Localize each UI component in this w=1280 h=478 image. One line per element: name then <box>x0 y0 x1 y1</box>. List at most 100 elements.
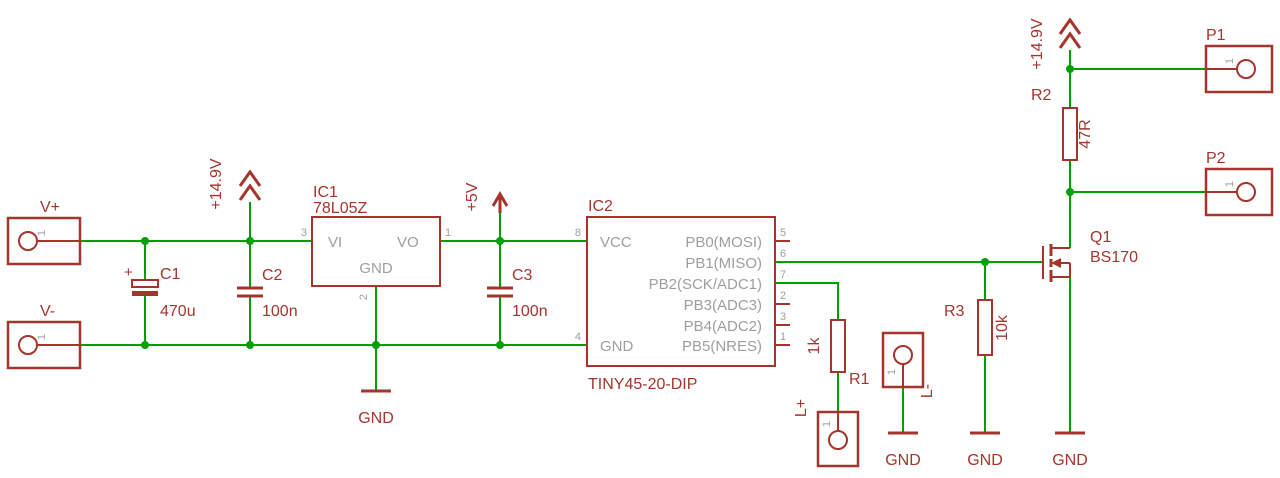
ic2-pin-number-2: 2 <box>780 290 786 302</box>
junction <box>981 258 989 266</box>
junction <box>372 341 380 349</box>
r1-body <box>830 319 846 373</box>
supply-arrow-icon <box>1058 17 1082 49</box>
ic2-pin-number-6: 6 <box>780 248 786 260</box>
ic1-pin-vo-label: VO <box>397 234 419 251</box>
resistor-r1: 1k R1 <box>806 319 870 388</box>
ic2-pin-number-7: 7 <box>780 269 786 281</box>
ic2-pin-number-1: 1 <box>780 331 786 343</box>
supply-5v-label: +5V <box>464 182 481 211</box>
c1-polarity-sign: + <box>124 264 133 281</box>
net-drain-r2-p1-p2 <box>1069 50 1206 248</box>
ic2-pin-number-3: 3 <box>780 311 786 323</box>
net-pb2-r1 <box>775 282 839 320</box>
ic1-body <box>311 216 441 287</box>
connector-vplus: V+ 1 <box>6 199 82 266</box>
r3-body <box>977 299 993 356</box>
ic2-pin-name-gnd: GND <box>600 338 634 355</box>
ic1-pin-number-gnd: 2 <box>358 294 370 300</box>
junction <box>246 341 254 349</box>
lminus-pin-number: 1 <box>886 369 898 375</box>
junction <box>246 237 254 245</box>
p1-pin-number: 1 <box>1224 58 1236 64</box>
c2-plates <box>237 286 263 298</box>
connector-vminus: V- 1 <box>6 303 82 370</box>
junction <box>1066 188 1074 196</box>
gnd-label: GND <box>967 452 1003 469</box>
r3-name-label: R3 <box>944 303 965 320</box>
ic2-pin-name-vcc: VCC <box>600 234 632 251</box>
connector-lminus: L- 1 <box>881 331 936 398</box>
wires <box>80 50 1206 433</box>
p2-label: P2 <box>1206 150 1226 167</box>
gnd-symbol-ic1: GND <box>358 389 394 427</box>
r3-value-label: 10k <box>994 314 1011 341</box>
resistor-r2: R2 47R <box>1031 87 1094 161</box>
ic2-pin-number-4: 4 <box>575 331 581 343</box>
capacitor-c1: + C1 470u <box>124 264 196 320</box>
c1-top-plate <box>131 279 159 288</box>
r2-body <box>1062 107 1078 161</box>
ic1-pin-gnd-label: GND <box>359 260 393 277</box>
capacitor-c3: C3 100n <box>487 267 548 320</box>
connector-lplus: L+ 1 <box>793 399 860 468</box>
c3-plates <box>487 286 513 298</box>
resistor-r3: R3 10k <box>944 299 1011 356</box>
supply-14v9-right: +14.9V <box>1029 17 1082 70</box>
q1-bulk-arrow-icon <box>1051 258 1061 268</box>
ic2-pin-name-pb0: PB0(MOSI) <box>685 234 762 251</box>
q1-name-label: Q1 <box>1090 229 1111 246</box>
junction-dots <box>141 65 1074 349</box>
junction <box>496 341 504 349</box>
gnd-label: GND <box>1052 452 1088 469</box>
ic2-pin-number-5: 5 <box>780 227 786 239</box>
r1-value-label: 1k <box>806 337 823 355</box>
supply-5v: +5V <box>464 182 509 213</box>
ic2-pin-name-pb4: PB4(ADC2) <box>684 318 762 335</box>
ic2-pin-name-pb3: PB3(ADC3) <box>684 297 762 314</box>
ic1-value-label: 78L05Z <box>313 200 367 217</box>
vminus-pin-number: 1 <box>36 334 48 340</box>
gnd-symbol-q1: GND <box>1052 431 1088 469</box>
c1-name-label: C1 <box>160 266 181 283</box>
gnd-label: GND <box>358 410 394 427</box>
mcu-ic2: IC2 TINY45-20-DIP VCC GND 8 4 PB0(MOSI) … <box>575 198 790 393</box>
ic1-pin-number-output: 1 <box>445 227 451 239</box>
p2-pin-number: 1 <box>1224 181 1236 187</box>
c3-name-label: C3 <box>512 267 533 284</box>
gnd-symbol-r3: GND <box>967 431 1003 469</box>
r2-value-label: 47R <box>1077 119 1094 148</box>
connector-p2: P2 1 <box>1204 150 1274 217</box>
regulator-ic1: IC1 78L05Z VI VO GND 3 1 2 <box>301 184 451 300</box>
vplus-label: V+ <box>40 199 60 216</box>
ic2-body <box>586 216 776 367</box>
r2-name-label: R2 <box>1031 87 1052 104</box>
ic1-pin-vi-label: VI <box>328 234 342 251</box>
gnd-symbol-lminus: GND <box>885 431 921 469</box>
supply-5v-arrow-icon <box>491 191 509 213</box>
mosfet-q1: Q1 BS170 <box>1042 229 1138 282</box>
vminus-label: V- <box>40 303 55 320</box>
gnd-label: GND <box>885 452 921 469</box>
vplus-pin-number: 1 <box>36 230 48 236</box>
junction <box>1066 65 1074 73</box>
ic2-pin-name-pb5: PB5(NRES) <box>682 338 762 355</box>
q1-terminals <box>1051 247 1071 278</box>
c3-value-label: 100n <box>512 303 548 320</box>
capacitor-c2: C2 100n <box>237 267 298 320</box>
q1-value-label: BS170 <box>1090 249 1138 266</box>
c2-value-label: 100n <box>262 303 298 320</box>
ic2-right-pin-stubs <box>775 240 790 346</box>
connector-p1: P1 1 <box>1204 27 1274 94</box>
supply-arrow-icon <box>238 169 262 201</box>
ic2-value-label: TINY45-20-DIP <box>588 376 697 393</box>
supply-14v9-left-label: +14.9V <box>208 158 225 209</box>
r1-name-label: R1 <box>849 371 870 388</box>
junction <box>141 237 149 245</box>
c2-name-label: C2 <box>262 267 283 284</box>
lplus-label: L+ <box>793 399 810 417</box>
supply-14v9-left: +14.9V <box>208 158 262 210</box>
c1-bottom-plate <box>132 291 158 296</box>
